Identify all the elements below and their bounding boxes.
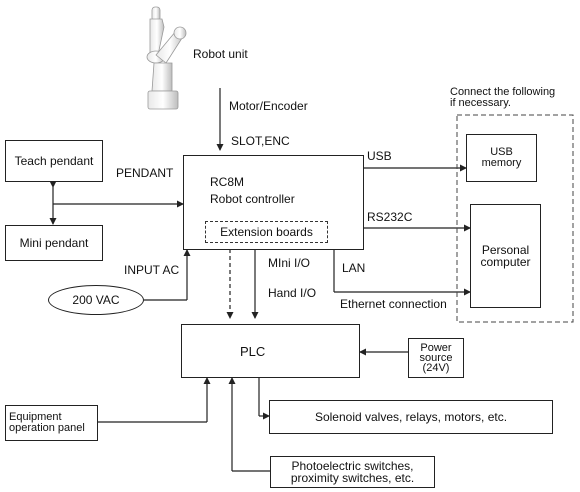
optional-devices-boundary [456, 114, 574, 323]
hand-io-label: Hand I/O [268, 286, 317, 300]
equipment-line2: operation panel [9, 422, 85, 434]
robot-arm-icon [146, 6, 187, 110]
solenoid-box: Solenoid valves, relays, motors, etc. [269, 400, 553, 434]
usb-memory-line2: memory [481, 157, 522, 169]
pendant-port-label: PENDANT [116, 166, 174, 180]
usb-memory-box: USB memory [466, 134, 537, 182]
plc-box [181, 324, 360, 378]
personal-computer-box: Personal computer [470, 204, 541, 308]
power-source-line2: source [419, 352, 453, 364]
sensors-box: Photoelectric switches, proximity switch… [270, 456, 435, 488]
controller-model-label: RC8M [210, 175, 245, 189]
teach-pendant-box: Teach pendant [5, 140, 103, 182]
slot-enc-label: SLOT,ENC [231, 134, 290, 148]
motor-encoder-label: Motor/Encoder [229, 99, 308, 113]
ethernet-label: Ethernet connection [340, 297, 447, 311]
extension-boards-box: Extension boards [205, 221, 328, 243]
equipment-panel-box: Equipment operation panel [5, 405, 98, 441]
plc-label: PLC [240, 344, 266, 359]
power-source-line3: (24V) [422, 362, 450, 374]
controller-name-label: Robot controller [210, 192, 295, 206]
usb-label: USB [367, 149, 392, 163]
usb-memory-line1: USB [490, 146, 513, 158]
mini-io-label: MIni I/O [268, 256, 311, 270]
power-source-box: Power source (24V) [408, 338, 464, 378]
equipment-line1: Equipment [9, 411, 62, 423]
lan-label: LAN [342, 261, 366, 275]
power-source-line1: Power [420, 342, 452, 354]
optional-title-line2: if necessary. [450, 97, 511, 109]
mini-pendant-box: Mini pendant [5, 225, 103, 261]
ac-source-ellipse: 200 VAC [48, 285, 144, 315]
sensors-line2: proximity switches, etc. [290, 471, 415, 485]
pc-line2: computer [480, 255, 531, 269]
robot-unit-label: Robot unit [193, 47, 248, 61]
pc-line1: Personal [481, 243, 530, 257]
optional-title-line1: Connect the following [450, 86, 556, 98]
input-ac-label: INPUT AC [124, 263, 180, 277]
rs232c-label: RS232C [367, 210, 413, 224]
sensors-line1: Photoelectric switches, [291, 459, 414, 473]
robot-controller-box: RC8M Robot controller Extension boards [183, 155, 364, 250]
